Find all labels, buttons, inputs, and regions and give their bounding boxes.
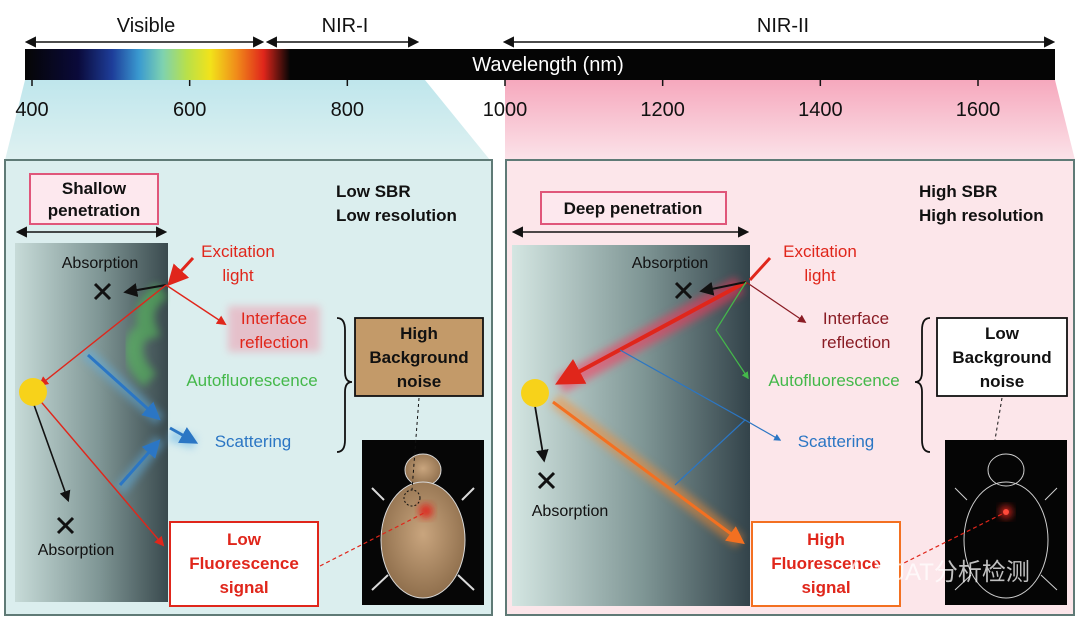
nir1-scattering-label: Scattering <box>215 432 292 451</box>
nir1-absorption-top-label: Absorption <box>62 255 139 272</box>
nir1-scatter-arrow-3 <box>169 426 199 444</box>
nir2-absorption-arrow <box>699 281 747 296</box>
nir2-mouse-silhouette <box>954 453 1058 599</box>
nir1-absorption-x-bottom <box>56 516 75 535</box>
nir1-scatter-arrow-1 <box>86 353 161 421</box>
nir2-signal-leader <box>897 512 1005 567</box>
spectrum-header: Wavelength (nm) Visible NIR-I NIR-II 400… <box>5 15 1075 160</box>
nir1-signal-line1: Low <box>227 530 262 549</box>
nir2-noise-leader <box>994 397 1003 441</box>
nir1-excitation-arrow <box>167 256 195 287</box>
nir2-fluorophore-dot <box>521 379 549 407</box>
wavelength-tick-label: 1600 <box>956 99 1001 121</box>
nir2-signal-box <box>751 521 901 607</box>
nir2-absorption-bottom-label: Absorption <box>532 503 609 520</box>
nir2-autofluorescence-label: Autofluorescence <box>768 371 899 390</box>
nir1-background-line1: High <box>400 324 438 343</box>
nir1-absorption-bottom-label: Absorption <box>38 542 115 559</box>
nir1-sbr-line2: Low resolution <box>336 206 457 225</box>
nir2-excitation-line1: Excitation <box>783 242 857 261</box>
nir2-projection <box>505 80 1075 160</box>
nir1-absorption-arrow <box>123 283 167 297</box>
wavelength-ticks: 400 600 800 1000 1200 1400 1600 <box>15 80 1000 121</box>
nir2-emission-absorption-arrow <box>533 399 549 463</box>
nir2-absorption-x-top <box>674 281 693 300</box>
nir2-interface-line2: reflection <box>822 333 891 352</box>
nir2-excitation-input <box>748 256 772 282</box>
wavelength-label: Wavelength (nm) <box>472 54 624 76</box>
nir2-absorption-x-bottom <box>537 471 556 490</box>
nir1-penetration-line2: penetration <box>48 201 141 220</box>
nir2-excitation-line2: light <box>804 266 835 285</box>
nir1-background-line2: Background <box>369 348 468 367</box>
nir2-absorption-top-label: Absorption <box>632 255 709 272</box>
nir1-signal-leader <box>319 512 425 567</box>
nir1-penetration-box <box>29 173 159 225</box>
wavelength-tick-label: 1400 <box>798 99 843 121</box>
nir1-interface-arrow <box>165 284 227 326</box>
nir1-projection <box>5 80 490 160</box>
nir1-mouse-silhouette <box>371 453 475 599</box>
nir2-scatter-arrow <box>744 419 782 441</box>
nir2-background-line3: noise <box>980 372 1024 391</box>
nir1-brace <box>336 317 353 453</box>
nir1-panel: Shallow penetration Low SBR Low resoluti… <box>4 159 493 616</box>
nir1-band-label: NIR-I <box>322 15 369 37</box>
watermark: JAT分析检测 <box>852 556 1030 588</box>
nir2-band-label: NIR-II <box>757 15 809 37</box>
nir2-penetration-box <box>540 191 727 225</box>
wavelength-tick-label: 400 <box>15 99 48 121</box>
nir2-excitation-arrow <box>555 280 747 385</box>
nir2-emission-arrow <box>552 400 745 545</box>
nir2-background-line1: Low <box>985 324 1020 343</box>
nir2-scattering-label: Scattering <box>798 432 875 451</box>
nir2-signal-line3: signal <box>801 578 850 597</box>
nir1-mouse-target <box>419 504 433 518</box>
nir1-emission-absorption-arrow <box>32 401 71 503</box>
nir2-interface-arrow <box>745 281 807 323</box>
nir1-excitation-to-target <box>38 284 167 387</box>
nir2-brace <box>914 317 931 453</box>
visible-gradient <box>25 49 290 80</box>
nir2-background-line2: Background <box>952 348 1051 367</box>
nir1-signal-line2: Fluorescence <box>189 554 299 573</box>
wavelength-tick-label: 1200 <box>640 99 685 121</box>
nir2-autofluorescence-arrow <box>715 281 749 380</box>
nir2-panel: Deep penetration High SBR High resolutio… <box>505 159 1075 616</box>
nir1-interface-glow <box>228 306 320 352</box>
visible-band-label: Visible <box>117 15 176 37</box>
wavelength-tick-label: 800 <box>331 99 364 121</box>
nir1-scatter-arrow-2 <box>118 439 161 486</box>
nir1-absorption-x-top <box>93 282 112 301</box>
nir1-autofluorescence-label: Autofluorescence <box>186 371 317 390</box>
nir2-interface-line1: Interface <box>823 309 889 328</box>
wechat-logo-icon-bubble <box>866 568 886 588</box>
nir1-background-line3: noise <box>397 372 441 391</box>
nir1-excitation-line2: light <box>222 266 253 285</box>
wavelength-tick-label: 1000 <box>483 99 528 121</box>
nir1-signal-box <box>169 521 319 607</box>
nir1-interface-line2: reflection <box>240 333 309 352</box>
nir2-background-box <box>936 317 1068 397</box>
nir1-penetration-line1: Shallow <box>62 179 127 198</box>
nir1-background-box <box>354 317 484 397</box>
nir1-interface-line1: Interface <box>241 309 307 328</box>
nir1-sbr-line1: Low SBR <box>336 182 411 201</box>
nir1-emission-arrow <box>36 396 165 547</box>
nir1-fluorophore-dot <box>19 378 47 406</box>
nir2-penetration-label: Deep penetration <box>564 199 703 218</box>
watermark-text: JAT分析检测 <box>893 559 1030 586</box>
nir2-signal-line1: High <box>807 530 845 549</box>
nir1-excitation-line1: Excitation <box>201 242 275 261</box>
nir1-signal-line3: signal <box>219 578 268 597</box>
nir2-sbr-line1: High SBR <box>919 182 997 201</box>
nir2-mouse-target-core <box>1003 509 1009 515</box>
nir1-autofluorescence-glow <box>125 283 168 387</box>
nir2-sbr-line2: High resolution <box>919 206 1044 225</box>
wavelength-tick-label: 600 <box>173 99 206 121</box>
